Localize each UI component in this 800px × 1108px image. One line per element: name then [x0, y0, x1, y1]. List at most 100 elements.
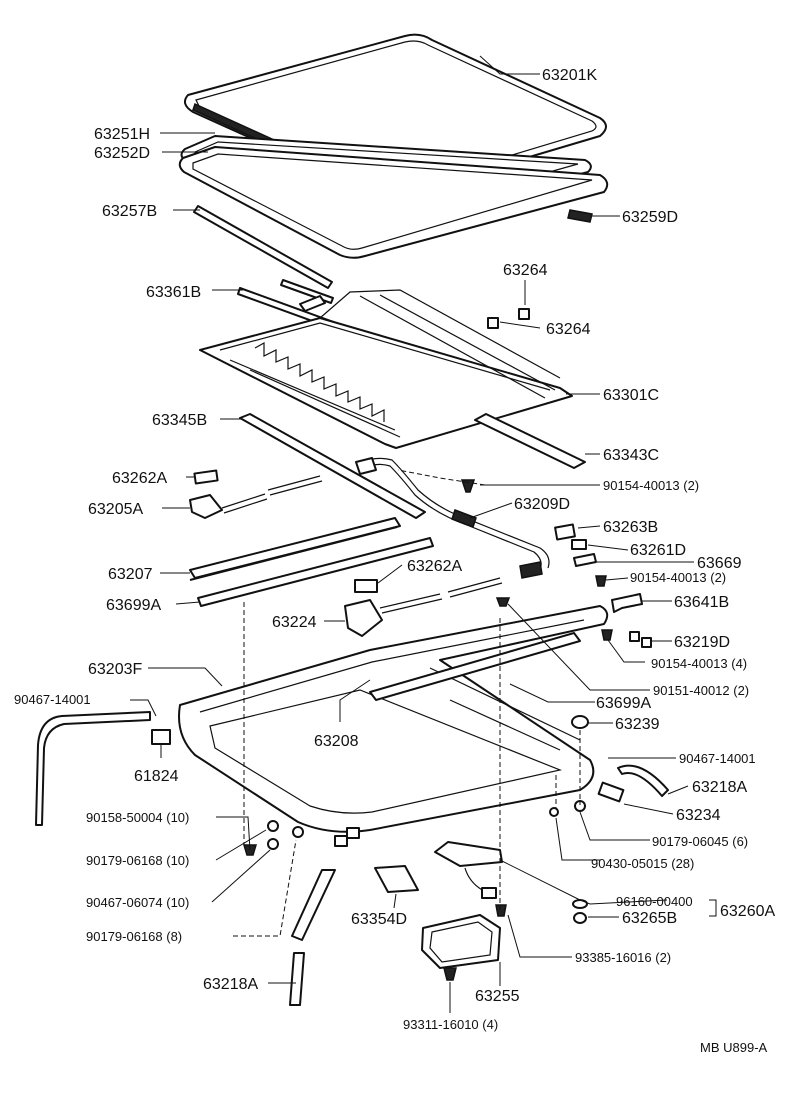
label-93385-16016: 93385-16016 (2): [575, 950, 671, 965]
label-90467-06074: 90467-06074 (10): [86, 895, 189, 910]
label-61824: 61824: [134, 768, 179, 785]
label-63260A: 63260A: [720, 903, 775, 920]
insulator-drawing: [374, 865, 419, 893]
alignment-lines: [243, 602, 581, 910]
footer-code: MB U899-A: [700, 1040, 768, 1055]
part-labels: 63201K 63251H 63252D 63257B 63259D 63264…: [14, 67, 775, 1055]
deflector-drawing: [239, 413, 426, 519]
label-63699A-left: 63699A: [106, 597, 161, 614]
connector-drawing: [346, 827, 360, 839]
label-90154-40013-low: 90154-40013 (4): [651, 656, 747, 671]
clip-drawing: [641, 637, 652, 648]
label-63208: 63208: [314, 733, 359, 750]
label-63255: 63255: [475, 988, 520, 1005]
label-90467-14001-right: 90467-14001: [679, 751, 756, 766]
nut-drawing: [267, 838, 279, 850]
drive-cable-drawing: [355, 457, 550, 579]
panel-frame-drawing: [178, 146, 609, 259]
nut-drawing: [267, 820, 279, 832]
label-63239: 63239: [615, 716, 660, 733]
rail-drawing: [369, 632, 581, 701]
label-63361B: 63361B: [146, 284, 201, 301]
label-63343C: 63343C: [603, 447, 659, 464]
bolt-drawing: [601, 629, 613, 641]
shoe-drawing: [193, 469, 219, 485]
plate-drawing: [151, 729, 171, 745]
clip-drawing: [629, 631, 640, 642]
label-90467-14001-left: 90467-14001: [14, 692, 91, 707]
sunroof-motor-drawing: [434, 841, 503, 899]
label-90430-05015: 90430-05015 (28): [591, 856, 694, 871]
label-63224: 63224: [272, 614, 317, 631]
nut-drawing: [573, 912, 587, 924]
label-96160-00400: 96160-00400: [616, 894, 693, 909]
guide-rail-drawing: [189, 526, 398, 581]
nut-drawing: [574, 800, 586, 812]
label-90179-06168-top: 90179-06168 (10): [86, 853, 189, 868]
label-90154-40013-top: 90154-40013 (2): [603, 478, 699, 493]
label-63263B: 63263B: [603, 519, 658, 536]
label-63699A-right: 63699A: [596, 695, 651, 712]
label-90179-06045: 90179-06045 (6): [652, 834, 748, 849]
lifter-drawing: [344, 577, 503, 637]
screw-drawing: [443, 967, 457, 981]
leader-lines: [130, 55, 717, 1013]
label-63201K: 63201K: [542, 67, 597, 84]
clip-drawing: [554, 523, 576, 541]
label-63205A: 63205A: [88, 501, 143, 518]
label-63203F: 63203F: [88, 661, 142, 678]
label-63261D: 63261D: [630, 542, 686, 559]
drain-hose-drawing: [289, 952, 305, 1006]
bolt-drawing: [460, 479, 476, 493]
label-63219D: 63219D: [674, 634, 730, 651]
nut-drawing: [572, 899, 588, 909]
bolt-drawing: [595, 575, 607, 587]
label-90179-06168-bottom: 90179-06168 (8): [86, 929, 182, 944]
grommet-drawing: [571, 715, 589, 729]
label-63265B: 63265B: [622, 910, 677, 927]
label-90151-40012: 90151-40012 (2): [653, 683, 749, 698]
drain-channel-drawing: [197, 537, 434, 607]
nut-drawing: [549, 807, 559, 817]
clip-drawing: [487, 317, 499, 329]
clip-drawing: [518, 308, 530, 320]
label-63252D: 63252D: [94, 145, 150, 162]
trim-strip-drawing: [474, 413, 586, 469]
drain-hose-drawing: [617, 764, 669, 797]
label-63257B: 63257B: [102, 203, 157, 220]
guide-rail-drawing: [189, 517, 401, 579]
bracket-drawing: [611, 593, 643, 613]
label-90158-50004: 90158-50004 (10): [86, 810, 189, 825]
drain-hose-drawing: [291, 869, 336, 941]
label-63251H: 63251H: [94, 126, 150, 143]
gear-cover-drawing: [421, 914, 501, 969]
sunroof-housing-drawing: [178, 605, 609, 833]
connector-drawing: [334, 835, 348, 847]
bolt-drawing: [495, 904, 507, 917]
label-63262A-mid: 63262A: [407, 558, 462, 575]
label-93311-16010: 93311-16010 (4): [403, 1017, 498, 1032]
label-63234: 63234: [676, 807, 721, 824]
rail-guide-drawing: [189, 475, 323, 519]
label-63354D: 63354D: [351, 911, 407, 928]
small-strip-drawing: [567, 209, 593, 223]
slide-frame-drawing: [199, 289, 573, 449]
label-63209D: 63209D: [514, 496, 570, 513]
slider-drawing: [354, 579, 378, 593]
sealer-drawing: [597, 781, 625, 803]
label-63264-top: 63264: [503, 262, 548, 279]
label-63345B: 63345B: [152, 412, 207, 429]
screw-drawing: [495, 597, 511, 607]
label-90154-40013-mid: 90154-40013 (2): [630, 570, 726, 585]
label-63207: 63207: [108, 566, 153, 583]
label-63259D: 63259D: [622, 209, 678, 226]
nut-drawing: [292, 826, 304, 838]
clip-drawing: [571, 539, 587, 550]
drain-hose-drawing: [35, 711, 151, 826]
pad-drawing: [573, 553, 597, 567]
label-63301C: 63301C: [603, 387, 659, 404]
label-63641B: 63641B: [674, 594, 729, 611]
label-63218A-right: 63218A: [692, 779, 747, 796]
label-63264-bottom: 63264: [546, 321, 591, 338]
